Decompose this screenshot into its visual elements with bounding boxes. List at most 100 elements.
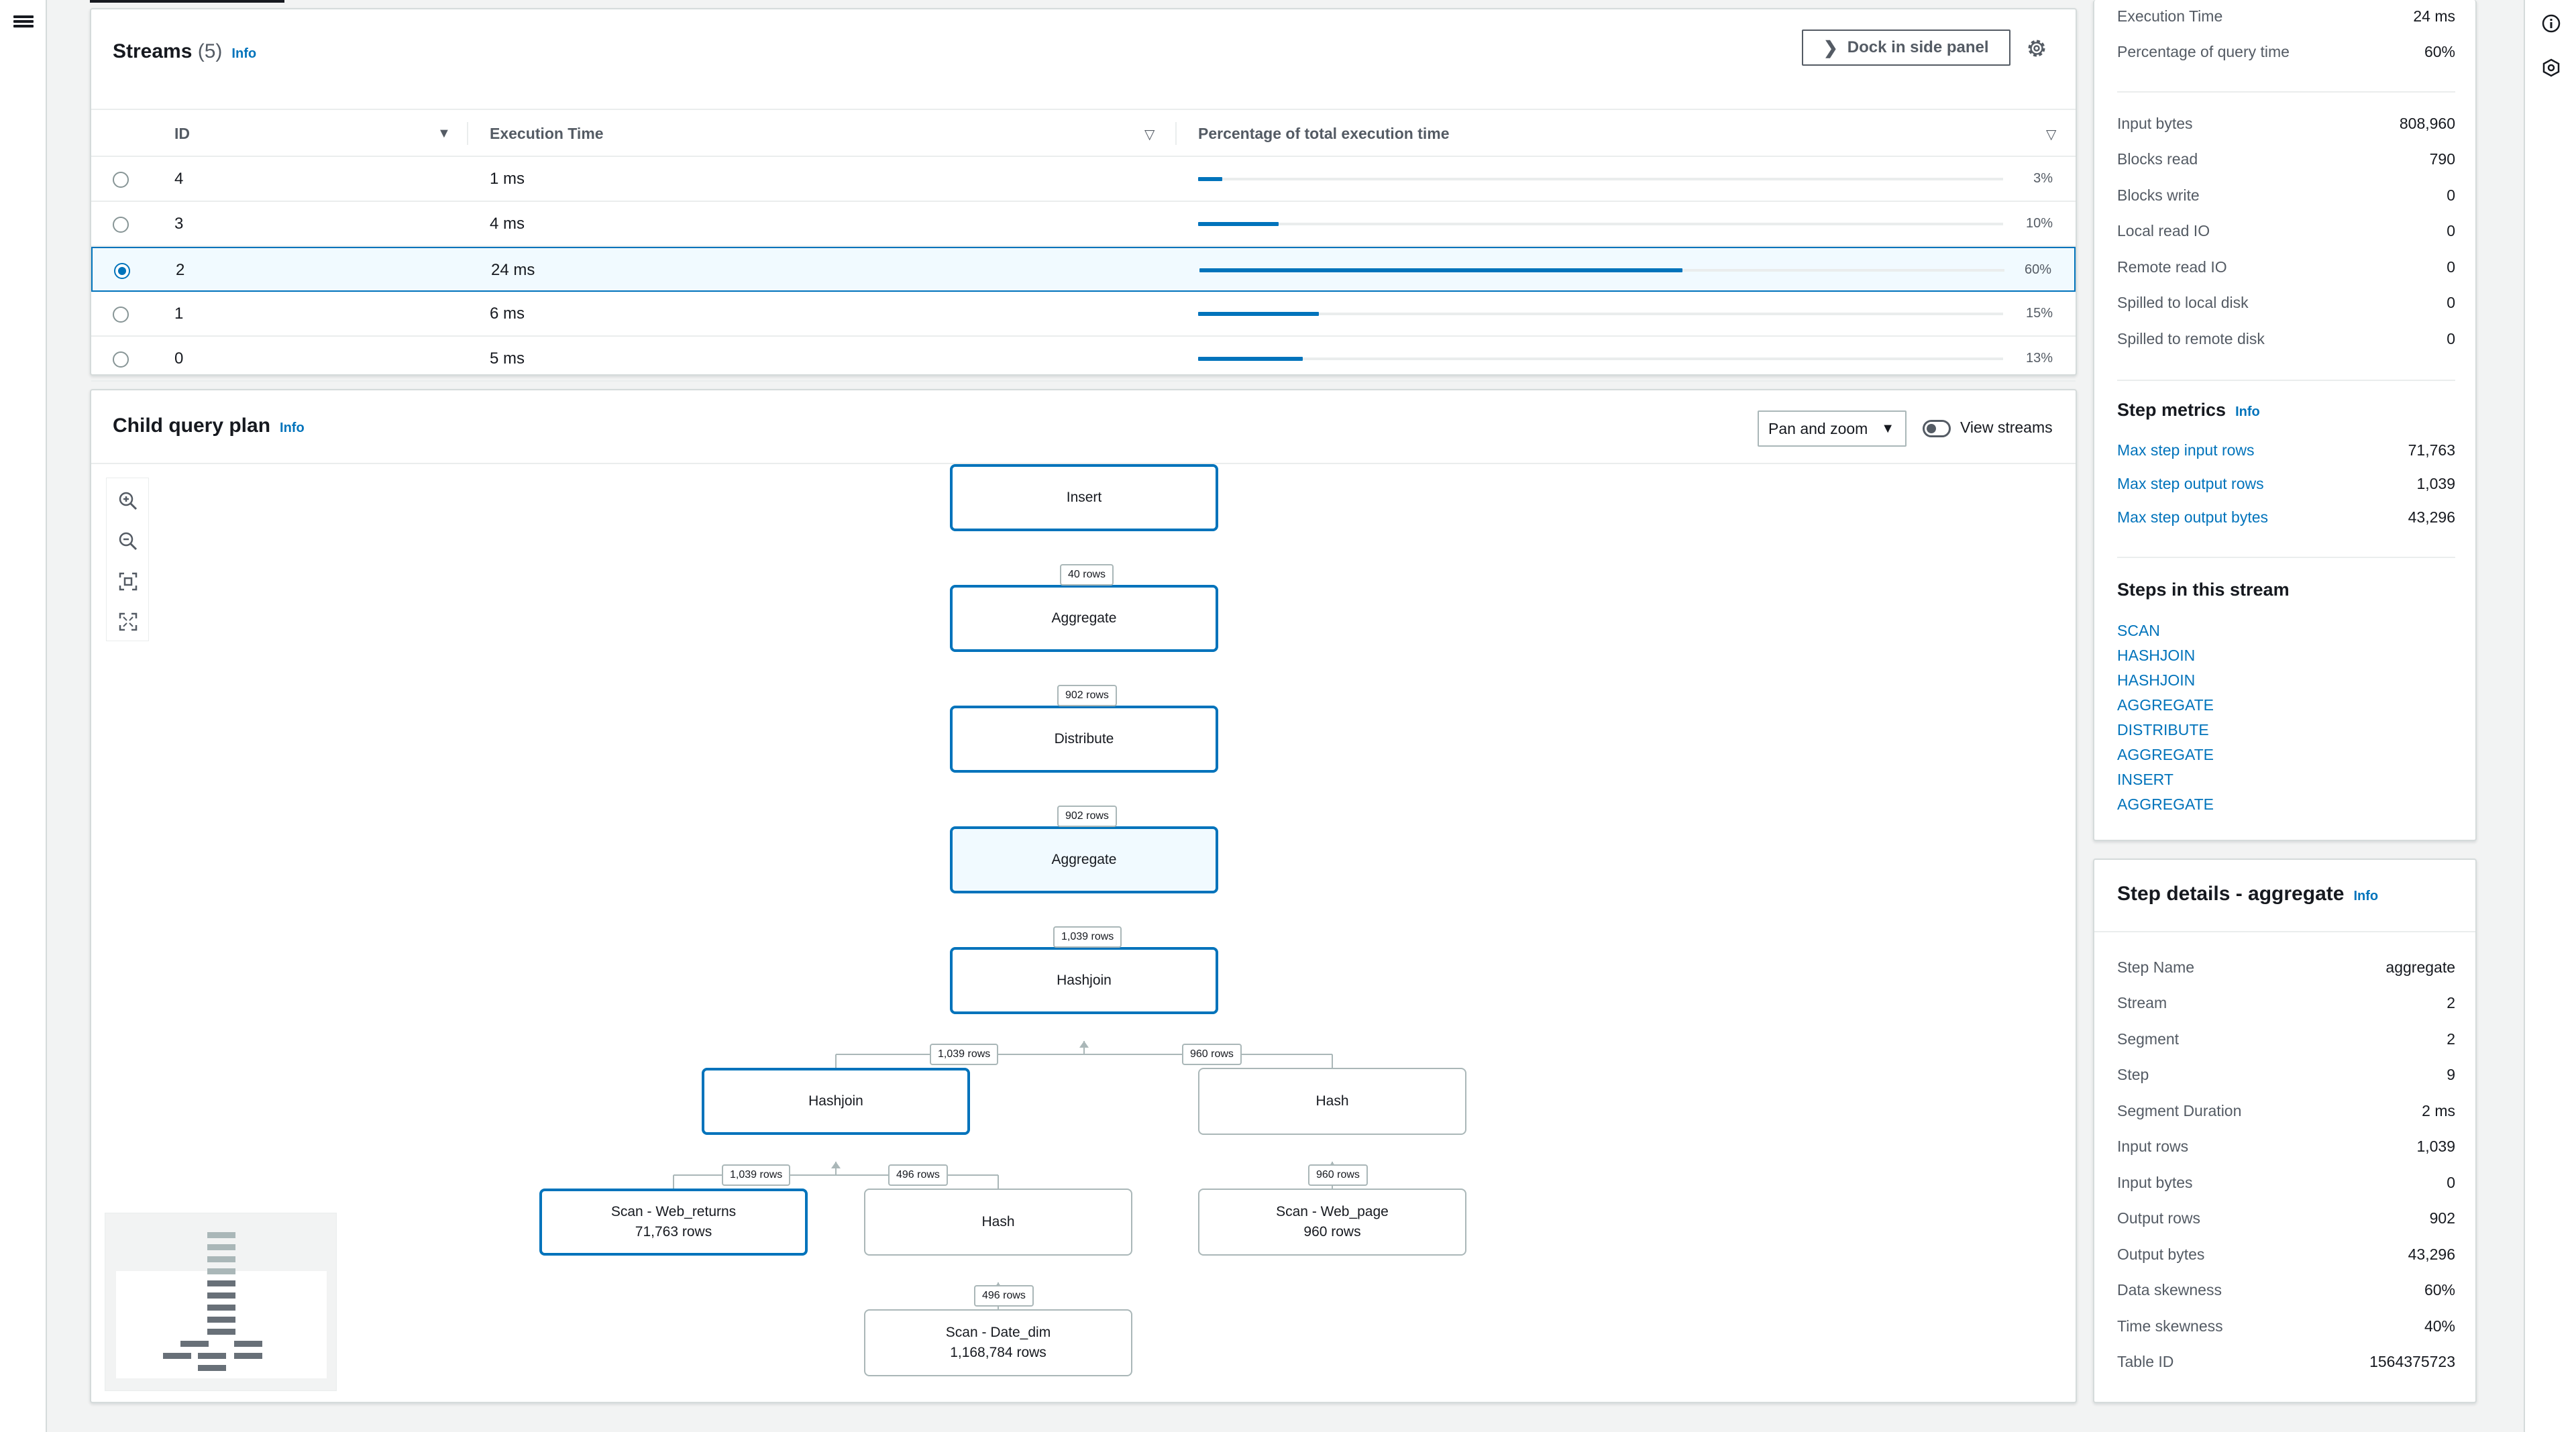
column-divider xyxy=(467,122,468,145)
cell-percentage: 13% xyxy=(2025,351,2053,366)
dock-in-side-panel-button[interactable]: ❯ Dock in side panel xyxy=(1802,30,2010,66)
minimap-node xyxy=(207,1317,235,1323)
max-step-input-rows-link[interactable]: Max step input rows xyxy=(2117,441,2255,459)
minimap-node xyxy=(207,1256,235,1262)
step-details-info-link[interactable]: Info xyxy=(2353,889,2379,903)
dock-button-label: Dock in side panel xyxy=(1847,38,1989,56)
sort-descending-icon[interactable]: ▼ xyxy=(437,126,451,141)
sort-icon[interactable]: ▽ xyxy=(1144,127,1155,142)
plan-node-insert[interactable]: Insert xyxy=(950,464,1218,531)
plan-node-hash[interactable]: Hash xyxy=(864,1189,1132,1256)
row-radio[interactable] xyxy=(113,172,129,188)
minimap-node xyxy=(207,1329,235,1335)
divider xyxy=(2117,557,2455,558)
view-streams-label: View streams xyxy=(1960,419,2053,436)
help-panel-icon[interactable] xyxy=(2541,58,2561,78)
minimap-node xyxy=(163,1353,191,1359)
step-link[interactable]: AGGREGATE xyxy=(2117,795,2214,813)
row-radio[interactable] xyxy=(113,351,129,368)
minimap-node xyxy=(207,1268,235,1274)
max-step-output-rows-link[interactable]: Max step output rows xyxy=(2117,474,2264,492)
expand-icon[interactable] xyxy=(117,611,139,632)
zoom-in-icon[interactable] xyxy=(117,490,139,512)
edge-label: 496 rows xyxy=(974,1285,1034,1307)
row-radio[interactable] xyxy=(113,217,129,233)
plan-node-aggregate[interactable]: Aggregate xyxy=(950,585,1218,652)
query-plan-graph[interactable]: Insert Aggregate Distribute Aggregate Ha… xyxy=(91,464,2076,1403)
menu-icon[interactable] xyxy=(13,13,34,34)
minimap-node xyxy=(207,1232,235,1238)
plan-title: Child query plan xyxy=(113,415,271,437)
edge-label: 1,039 rows xyxy=(930,1044,999,1065)
cell-id: 2 xyxy=(176,260,185,279)
plan-node-aggregate-selected[interactable]: Aggregate xyxy=(950,826,1218,893)
minimap-node xyxy=(234,1341,262,1347)
sort-icon[interactable]: ▽ xyxy=(2046,127,2057,142)
minimap[interactable] xyxy=(105,1213,337,1391)
zoom-out-icon[interactable] xyxy=(117,531,139,552)
edge-label: 960 rows xyxy=(1308,1164,1368,1186)
max-step-output-bytes-link[interactable]: Max step output bytes xyxy=(2117,508,2269,526)
streams-table: ID ▼ Execution Time ▽ Percentage of tota… xyxy=(91,109,2076,382)
progress-bar xyxy=(1198,177,2003,181)
progress-bar-fill xyxy=(1199,268,1682,272)
plan-node-hashjoin[interactable]: Hashjoin xyxy=(702,1068,970,1135)
column-header-id[interactable]: ID xyxy=(174,124,190,142)
step-details-title: Step details - aggregate Info xyxy=(2117,883,2379,905)
progress-bar-fill xyxy=(1198,357,1303,361)
view-mode-select[interactable]: Pan and zoom ▼ xyxy=(1758,410,1907,447)
step-link[interactable]: HASHJOIN xyxy=(2117,647,2196,664)
plan-node-hash[interactable]: Hash xyxy=(1198,1068,1466,1135)
cell-id: 0 xyxy=(174,349,184,368)
row-radio[interactable] xyxy=(113,307,129,323)
step-link[interactable]: HASHJOIN xyxy=(2117,671,2196,689)
chevron-right-icon: ❯ xyxy=(1823,37,1838,58)
child-query-plan-panel: Child query plan Info Pan and zoom ▼ Vie… xyxy=(90,389,2077,1403)
right-rail xyxy=(2524,0,2576,1432)
step-link[interactable]: AGGREGATE xyxy=(2117,746,2214,763)
step-link[interactable]: SCAN xyxy=(2117,622,2160,639)
edge-label: 902 rows xyxy=(1057,685,1117,706)
step-link[interactable]: DISTRIBUTE xyxy=(2117,721,2209,738)
view-streams-toggle[interactable] xyxy=(1923,420,1951,437)
table-row[interactable]: 0 5 ms 13% xyxy=(91,337,2076,382)
cell-id: 3 xyxy=(174,214,184,233)
column-header-percentage[interactable]: Percentage of total execution time xyxy=(1198,124,1450,142)
streams-info-link[interactable]: Info xyxy=(231,46,257,61)
step-link[interactable]: AGGREGATE xyxy=(2117,696,2214,714)
step-link[interactable]: INSERT xyxy=(2117,771,2174,788)
plan-node-hashjoin[interactable]: Hashjoin xyxy=(950,947,1218,1014)
minimap-node xyxy=(207,1305,235,1311)
minimap-node xyxy=(198,1353,226,1359)
cell-percentage: 10% xyxy=(2025,216,2053,231)
plan-node-distribute[interactable]: Distribute xyxy=(950,706,1218,773)
step-metrics-info-link[interactable]: Info xyxy=(2235,404,2260,419)
plan-info-link[interactable]: Info xyxy=(280,421,305,435)
info-circle-icon[interactable] xyxy=(2541,13,2561,34)
view-mode-value: Pan and zoom xyxy=(1768,419,1868,437)
fit-to-screen-icon[interactable] xyxy=(117,571,139,592)
gear-icon[interactable] xyxy=(2023,35,2050,62)
cell-execution-time: 5 ms xyxy=(490,349,525,368)
minimap-node xyxy=(207,1244,235,1250)
minimap-viewport xyxy=(116,1271,327,1378)
minimap-node xyxy=(180,1341,209,1347)
progress-bar-fill xyxy=(1198,177,1222,181)
row-radio[interactable] xyxy=(114,263,130,279)
column-header-execution-time[interactable]: Execution Time xyxy=(490,124,604,142)
cell-percentage: 3% xyxy=(2033,171,2053,186)
